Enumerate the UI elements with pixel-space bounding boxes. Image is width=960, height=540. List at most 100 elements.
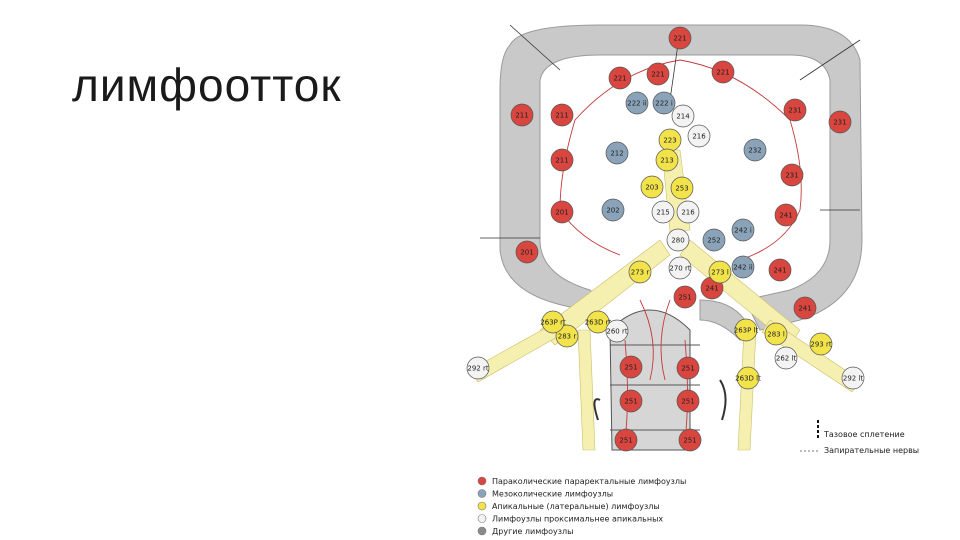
lymph-node-label: 214 (676, 113, 690, 121)
lymph-node-circle (555, 324, 579, 348)
lymph-node-231b: 231 (828, 110, 852, 134)
lymph-node-251b: 251 (619, 355, 643, 379)
lymph-node-circle (466, 356, 490, 380)
lymph-node-label: 292 lt (843, 375, 864, 383)
lymph-node-213: 213 (655, 148, 679, 172)
lymph-node-label: 251 (624, 364, 637, 372)
lymph-node-label: 221 (613, 75, 626, 83)
lymph-node-circle (780, 163, 804, 187)
lymph-node-circle (841, 366, 865, 390)
lymph-node-circle (515, 240, 539, 264)
lymph-node-label: 242 i (734, 227, 752, 235)
lymph-node-circle (673, 285, 697, 309)
lymph-node-circle (743, 138, 767, 162)
lymph-node-203: 203 (640, 175, 664, 199)
legend-label-mesocolic: Мезоколические лимфоузлы (492, 490, 613, 499)
obturator-nerves-label: Запирательные нервы (824, 446, 919, 455)
lymph-node-label: 201 (520, 249, 533, 257)
lymph-node-label: 241 (773, 267, 786, 275)
lymph-node-221d: 221 (711, 60, 735, 84)
lymph-node-label: 203 (645, 184, 658, 192)
side-legend: Тазовое сплетение Запирательные нервы (800, 420, 919, 455)
pelvic-plexus-label: Тазовое сплетение (823, 430, 905, 439)
lymph-node-251a: 251 (673, 285, 697, 309)
lymph-node-circle (671, 104, 695, 128)
lymph-node-label: 232 (748, 147, 761, 155)
lymph-node-270: 270 rt (668, 256, 692, 280)
lymph-node-label: 251 (681, 365, 694, 373)
lymph-node-215: 215 (651, 200, 675, 224)
lymph-node-circle (651, 200, 675, 224)
lymph-node-circle (510, 103, 534, 127)
lymph-node-circle (625, 91, 649, 115)
lymph-node-label: 251 (681, 398, 694, 406)
lymph-node-222: 222 ii (625, 91, 649, 115)
lymph-node-231: 231 (783, 98, 807, 122)
lymph-node-label: 211 (555, 157, 568, 165)
lymph-node-202: 202 (601, 198, 625, 222)
lymph-node-circle (586, 310, 610, 334)
lymph-node-circle (666, 228, 690, 252)
lymph-node-label: 252 (707, 237, 720, 245)
lymph-node-label: 251 (619, 437, 632, 445)
lymph-node-label: 211 (555, 112, 568, 120)
legend-swatch-mesocolic (477, 489, 487, 498)
lymph-node-280: 280 (666, 228, 690, 252)
lymph-node-label: 270 rt (669, 265, 690, 273)
lymph-node-circle (708, 260, 732, 284)
lymph-node-label: 262 lt (776, 355, 797, 363)
lymph-node-circle (655, 148, 679, 172)
lymph-node-circle (678, 428, 702, 452)
lymph-node-label: 280 (671, 237, 684, 245)
lymph-node-circle (550, 103, 574, 127)
lymph-node-circle (828, 110, 852, 134)
lymph-node-circle (550, 148, 574, 172)
lymph-node-222b: 222 i (652, 91, 676, 115)
lymph-node-circle (541, 310, 565, 334)
lymph-node-263a: 263P rt (540, 310, 566, 334)
lymph-node-circle (646, 62, 670, 86)
lymph-node-label: 263D rt (585, 319, 612, 327)
lymph-node-circle (774, 203, 798, 227)
lymph-node-252: 252 (702, 228, 726, 252)
lymph-node-label: 212 (610, 150, 623, 158)
lymph-node-label: 222 ii (627, 100, 647, 108)
lymph-node-circle (687, 124, 711, 148)
lymph-node-label: 263P rt (540, 319, 566, 327)
connector-lines (480, 24, 861, 421)
lymph-node-circle (550, 200, 574, 224)
lymph-node-223: 223 (658, 128, 682, 152)
lymph-node-241d: 241 (793, 296, 817, 320)
lymph-node-circle (608, 66, 632, 90)
lymph-node-circle (614, 428, 638, 452)
lymph-node-circle (605, 141, 629, 165)
lymph-node-251e: 251 (676, 389, 700, 413)
lymph-node-label: 201 (555, 209, 568, 217)
lymph-node-circle (640, 175, 664, 199)
lymph-node-label: 263D lt (735, 375, 761, 383)
lymph-node-circle (676, 200, 700, 224)
lymph-node-273b: 273 l (708, 260, 732, 284)
slide-title: лимфоотток (72, 59, 342, 111)
lymph-node-label: 241 (779, 212, 792, 220)
lymph-node-circle (731, 218, 755, 242)
lymph-node-circle (774, 346, 798, 370)
lymph-node-label: 251 (624, 398, 637, 406)
lymph-node-241a: 241 (774, 203, 798, 227)
lymph-node-253: 253 (670, 176, 694, 200)
lymph-node-label: 216 (681, 209, 695, 217)
lymph-node-circle (809, 332, 833, 356)
lymph-node-circle (601, 198, 625, 222)
lymph-node-211b: 211 (550, 103, 574, 127)
lymph-node-circle (736, 366, 760, 390)
lymph-node-label: 242 ii (733, 264, 753, 272)
lymph-node-circle (793, 296, 817, 320)
lymph-node-circle (783, 98, 807, 122)
lymph-node-circle (619, 355, 643, 379)
legend-swatch-proximal (477, 514, 487, 523)
lymph-node-circle (676, 356, 700, 380)
legend: Параколические параректальные лимфоузлыМ… (477, 476, 686, 536)
legend-label-proximal: Лимфоузлы проксимальнее апикальных (492, 515, 663, 524)
lymph-node-label: 231 (833, 119, 846, 127)
lymph-node-201b: 201 (515, 240, 539, 264)
